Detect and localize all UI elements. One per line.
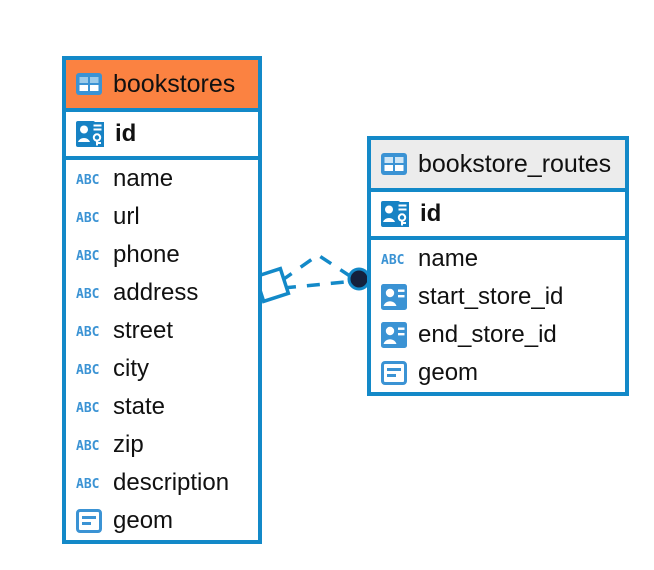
text-type-icon: ABC (76, 287, 99, 301)
field-row-geom[interactable]: geom (66, 502, 258, 540)
field-row-state[interactable]: ABC state (66, 388, 258, 426)
primary-key-icon (76, 121, 104, 147)
table-icon (381, 153, 407, 175)
svg-text:ABC: ABC (76, 249, 99, 263)
text-type-icon: ABC (76, 439, 99, 453)
entity-header: bookstores (66, 60, 258, 108)
entity-bookstores[interactable]: bookstores id (62, 56, 262, 544)
field-row-name[interactable]: ABC name (371, 240, 625, 278)
field-row-city[interactable]: ABC city (66, 350, 258, 388)
field-label: url (113, 203, 140, 230)
relationship-line-lower (282, 279, 357, 290)
svg-text:ABC: ABC (76, 211, 99, 225)
field-label: address (113, 279, 199, 306)
text-type-icon: ABC (381, 253, 404, 267)
field-label: start_store_id (418, 283, 564, 310)
field-label: city (113, 355, 149, 382)
field-row-url[interactable]: ABC url (66, 198, 258, 236)
foreign-key-icon (381, 284, 407, 310)
field-label: end_store_id (418, 321, 557, 348)
foreign-key-icon (381, 322, 407, 348)
field-label: geom (418, 359, 479, 386)
field-label: name (418, 245, 479, 272)
table-icon (76, 73, 102, 95)
filled-circle-marker (347, 267, 371, 291)
field-row-description[interactable]: ABC description (66, 464, 258, 502)
text-type-icon: ABC (76, 401, 99, 415)
field-label: name (113, 165, 174, 192)
entity-key-section: id (66, 108, 258, 156)
field-row-name[interactable]: ABC name (66, 160, 258, 198)
relationship-line-upper (279, 252, 357, 283)
entity-field-list: ABC name ABC url ABC phone ABC (66, 156, 258, 540)
svg-text:ABC: ABC (76, 477, 99, 491)
field-row-start-store-id[interactable]: start_store_id (371, 278, 625, 316)
svg-text:ABC: ABC (76, 173, 99, 187)
entity-bookstore-routes[interactable]: bookstore_routes id (367, 136, 629, 396)
entity-title: bookstore_routes (418, 149, 612, 178)
entity-title: bookstores (113, 69, 236, 98)
field-label: street (113, 317, 174, 344)
geometry-type-icon (381, 361, 407, 385)
entity-key-section: id (371, 188, 625, 236)
text-type-icon: ABC (76, 249, 99, 263)
field-row-street[interactable]: ABC street (66, 312, 258, 350)
field-row-geom[interactable]: geom (371, 354, 625, 392)
field-label: id (115, 120, 137, 147)
svg-text:ABC: ABC (76, 287, 99, 301)
entity-field-list: ABC name start_store_id (371, 236, 625, 392)
text-type-icon: ABC (76, 477, 99, 491)
field-row-id[interactable]: id (371, 192, 625, 236)
field-label: phone (113, 241, 180, 268)
field-label: zip (113, 431, 144, 458)
field-row-zip[interactable]: ABC zip (66, 426, 258, 464)
field-label: geom (113, 507, 174, 534)
text-type-icon: ABC (76, 363, 99, 377)
field-label: state (113, 393, 166, 420)
geometry-type-icon (76, 509, 102, 533)
primary-key-icon (381, 201, 409, 227)
text-type-icon: ABC (76, 173, 99, 187)
svg-text:ABC: ABC (76, 325, 99, 339)
field-label: id (420, 200, 442, 227)
svg-text:ABC: ABC (76, 363, 99, 377)
text-type-icon: ABC (76, 325, 99, 339)
field-label: description (113, 469, 230, 496)
entity-header: bookstore_routes (371, 140, 625, 188)
text-type-icon: ABC (76, 211, 99, 225)
svg-text:ABC: ABC (76, 439, 99, 453)
field-row-id[interactable]: id (66, 112, 258, 156)
field-row-address[interactable]: ABC address (66, 274, 258, 312)
svg-text:ABC: ABC (76, 401, 99, 415)
field-row-end-store-id[interactable]: end_store_id (371, 316, 625, 354)
field-row-phone[interactable]: ABC phone (66, 236, 258, 274)
svg-text:ABC: ABC (381, 253, 404, 267)
